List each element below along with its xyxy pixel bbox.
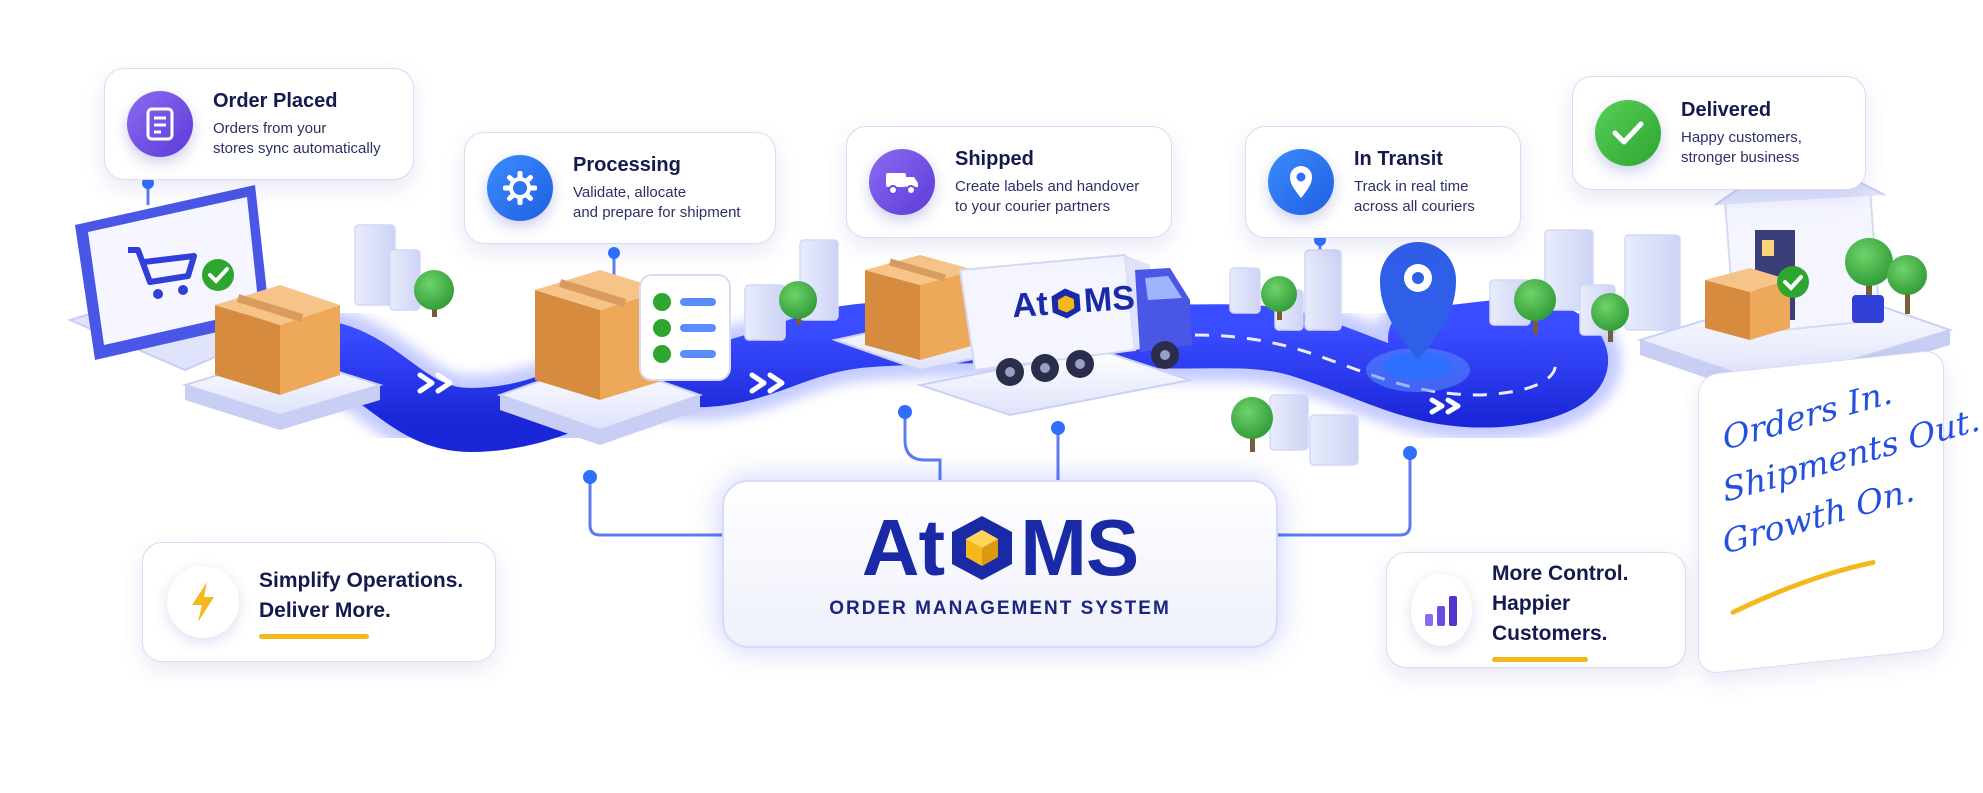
buildings-group-3 — [1229, 249, 1359, 466]
tagline-card: Orders In. Shipments Out. Growth On. — [1698, 349, 1983, 675]
step-card-processing: Processing Validate, allocate and prepar… — [464, 132, 776, 244]
tree-1 — [414, 270, 454, 317]
step-desc-line1: Validate, allocate — [573, 183, 687, 201]
tree-3 — [1261, 276, 1297, 320]
truck-icon — [869, 149, 935, 215]
step-desc-line2: stronger business — [1681, 148, 1800, 166]
tree-7 — [1845, 238, 1893, 323]
step-desc-line1: Orders from your — [213, 119, 327, 137]
step-card-shipped: Shipped Create labels and handover to yo… — [846, 126, 1172, 238]
map-pin-illustration — [1366, 242, 1470, 392]
location-pin-icon — [1268, 149, 1334, 215]
control-line1: More Control. — [1491, 561, 1629, 585]
simplify-operations-card: Simplify Operations. Deliver More. — [142, 542, 496, 662]
package-platform-3 — [831, 255, 1044, 372]
cube-logo-icon — [1051, 288, 1081, 318]
clipboard-icon — [127, 91, 193, 157]
step-desc-line1: Create labels and handover — [955, 177, 1140, 195]
tree-2 — [779, 281, 817, 325]
gear-icon — [487, 155, 553, 221]
tree-5 — [1514, 279, 1556, 334]
tree-6 — [1591, 293, 1629, 342]
step-desc-line1: Happy customers, — [1681, 128, 1802, 146]
accent-underline — [1491, 656, 1588, 662]
simplify-line1: Simplify Operations. — [259, 568, 464, 592]
step-card-order-placed: Order Placed Orders from your stores syn… — [104, 68, 414, 180]
tree-4 — [1231, 397, 1273, 452]
checkmark-icon — [1595, 100, 1661, 166]
atoms-logo: At MS — [861, 503, 1139, 592]
road-dashes — [1194, 333, 1558, 397]
checklist-illustration — [639, 274, 731, 381]
truck-logo-right: MS — [1082, 278, 1137, 321]
step-desc-line2: across all couriers — [1354, 197, 1475, 215]
bar-chart-icon — [1411, 574, 1472, 646]
road-arrows — [417, 372, 1461, 415]
tree-8 — [1887, 255, 1927, 314]
step-desc-line1: Track in real time — [1354, 177, 1469, 195]
step-title: In Transit — [1354, 147, 1443, 170]
step-title: Delivered — [1681, 98, 1772, 121]
step-title: Processing — [573, 153, 681, 176]
lightning-icon — [167, 566, 239, 638]
step-title: Shipped — [955, 147, 1034, 170]
step-desc-line2: stores sync automatically — [213, 139, 381, 157]
step-title: Order Placed — [213, 89, 338, 112]
buildings-group-4 — [1489, 229, 1681, 336]
more-control-card: More Control. Happier Customers. — [1386, 552, 1686, 668]
logo-left-text: At — [861, 503, 945, 592]
logo-right-text: MS — [1020, 503, 1139, 592]
plate-face: At MS ORDER MANAGEMENT SYSTEM — [722, 480, 1278, 648]
step-card-in-transit: In Transit Track in real time across all… — [1245, 126, 1521, 238]
buildings-group-1 — [354, 224, 421, 311]
truck-logo: At MS — [1011, 279, 1136, 326]
step-desc-line2: to your courier partners — [955, 197, 1111, 215]
simplify-line2: Deliver More. — [259, 598, 391, 622]
cube-logo-icon — [952, 516, 1013, 580]
tagline-swoosh — [1730, 560, 1876, 615]
step-desc-line2: and prepare for shipment — [573, 203, 741, 221]
control-line2: Happier Customers. — [1491, 591, 1608, 645]
accent-underline — [259, 633, 369, 639]
step-card-delivered: Delivered Happy customers, stronger busi… — [1572, 76, 1866, 190]
truck-logo-left: At — [1010, 284, 1050, 326]
logo-subtitle: ORDER MANAGEMENT SYSTEM — [829, 598, 1171, 619]
truck-illustration — [958, 253, 1192, 386]
package-platform-1 — [181, 250, 384, 430]
package-delivered — [1705, 266, 1809, 340]
center-logo-plate: At MS ORDER MANAGEMENT SYSTEM — [722, 480, 1278, 680]
